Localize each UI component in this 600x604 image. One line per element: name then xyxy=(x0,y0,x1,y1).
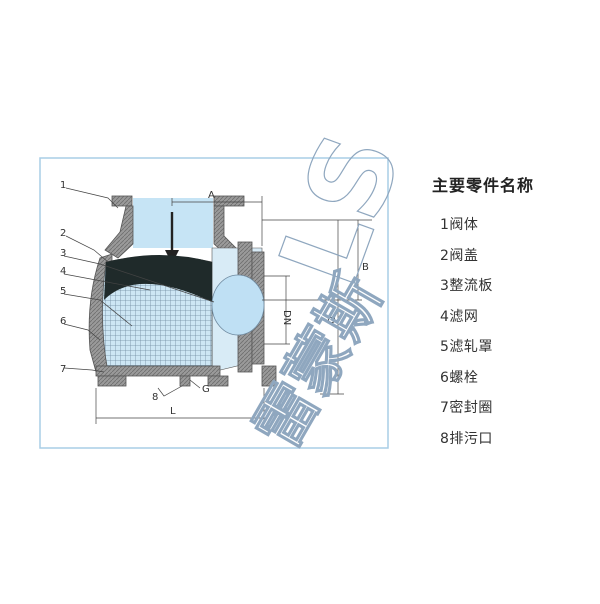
parts-legend: 主要零件名称 1阀体 2阀盖 3整流板 4滤网 5滤轧罩 6螺栓 7密封圈 8排… xyxy=(432,172,592,454)
dimension-B-label: B xyxy=(362,262,369,273)
parts-legend-title: 主要零件名称 xyxy=(432,176,535,195)
dimension-DN-label: DN xyxy=(281,310,292,325)
callout-4: 4 xyxy=(60,266,66,277)
part-item-1: 1阀体 xyxy=(440,217,479,233)
callout-1: 1 xyxy=(60,180,66,191)
part-item-3: 3整流板 xyxy=(440,278,493,294)
part-item-6: 6螺栓 xyxy=(440,369,479,386)
part-item-5: 5滤轧罩 xyxy=(440,339,493,355)
bottom-flange-right xyxy=(207,375,229,387)
callout-3: 3 xyxy=(60,248,66,259)
part-item-4: 4滤网 xyxy=(440,308,479,325)
watermark: LS 雷蒙斯 xyxy=(239,117,427,461)
dimension-vertical xyxy=(262,219,372,395)
right-bolt-flange xyxy=(261,365,277,387)
part-item-7: 7密封圈 xyxy=(440,400,493,416)
dimension-A-label: A xyxy=(208,190,215,201)
callout-7: 7 xyxy=(60,364,66,375)
dimension-A xyxy=(171,196,263,246)
drawing-frame xyxy=(39,157,389,449)
callout-5: 5 xyxy=(60,286,66,297)
dimension-G-leader xyxy=(189,379,201,389)
dimension-G-label: G xyxy=(202,384,210,395)
outlet-disc xyxy=(211,274,265,336)
part-item-2: 2阀盖 xyxy=(440,247,479,264)
flow-baffle xyxy=(104,255,212,302)
dimension-L-label: L xyxy=(170,406,176,417)
callout-8: 8 xyxy=(152,392,158,403)
callout-6: 6 xyxy=(60,316,66,327)
leader-lines xyxy=(63,187,215,397)
dimension-DN xyxy=(264,275,290,345)
part-item-8: 8排污口 xyxy=(440,430,493,447)
bottom-flange-left xyxy=(97,375,127,387)
callout-2: 2 xyxy=(60,228,66,239)
dimension-L xyxy=(95,388,265,424)
dimension-D-label: D xyxy=(325,316,336,324)
drain-outlet xyxy=(179,375,191,387)
bottom-plate xyxy=(95,365,221,377)
